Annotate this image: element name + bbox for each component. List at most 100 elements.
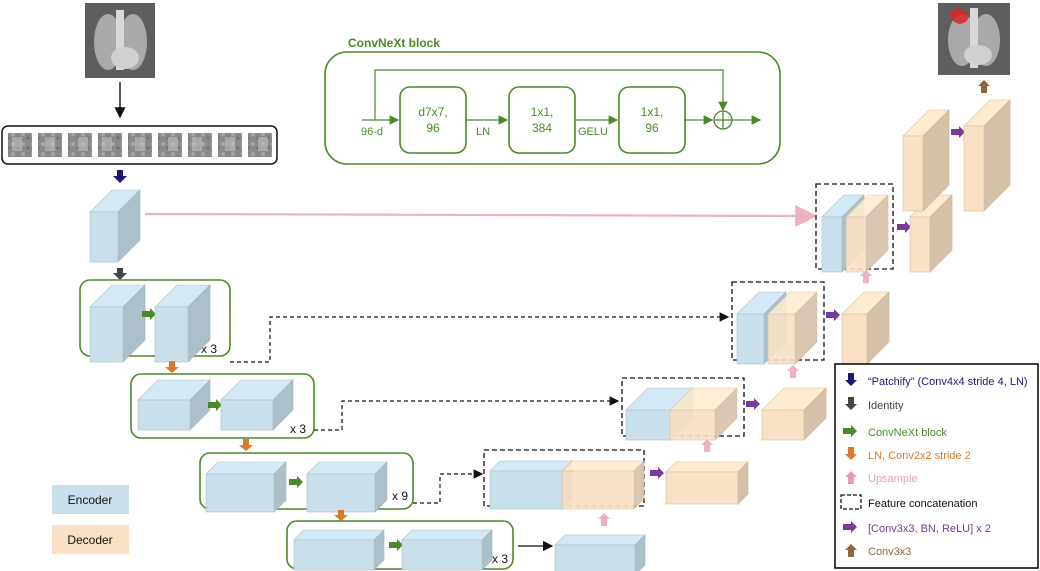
patch-thumbnail — [248, 133, 272, 157]
encoder-cube-4a — [293, 529, 385, 571]
brown-arrow-up-icon — [845, 544, 857, 557]
pink-arrow-up-icon-shape — [845, 471, 857, 484]
green-arrow-right-icon-shape — [843, 425, 857, 437]
legend-label-1: “Patchify” (Conv4x4 stride 4, LN) — [868, 376, 1028, 388]
patchify-arrow — [113, 170, 127, 183]
svg-text:384: 384 — [532, 121, 552, 135]
patch-thumbnail — [218, 133, 242, 157]
conv-arrow-2 — [746, 398, 760, 410]
legend-label-4: LN, Conv2x2 stride 2 — [868, 450, 971, 462]
legend-label-5: Upsample — [868, 473, 918, 485]
patch-strip — [1, 125, 278, 165]
patch-thumbnail — [8, 133, 32, 157]
input-xray-image — [85, 3, 155, 78]
encoder-stage-2: x 3 — [130, 373, 315, 439]
legend-label-8: Conv3x3 — [868, 546, 911, 558]
svg-text:d7x7,: d7x7, — [418, 105, 447, 119]
identity-arrow — [113, 268, 127, 280]
convnext-block-title: ConvNeXt block — [348, 36, 440, 50]
pink-arrow-up-icon — [845, 471, 857, 484]
upsample-arrow-2 — [701, 439, 713, 452]
convnext-arrow-2 — [208, 399, 222, 411]
ln-label: LN — [476, 126, 490, 138]
legend-box: “Patchify” (Conv4x4 stride 4, LN) Identit… — [834, 363, 1039, 569]
dashed-box-icon — [840, 494, 862, 510]
upsample-arrow-4 — [860, 270, 872, 283]
downsample-arrow-1 — [165, 361, 179, 373]
purple-arrow-right-icon-shape — [843, 521, 857, 533]
encoder-stage-3: x 9 — [199, 452, 414, 513]
conv-arrow-5 — [951, 126, 965, 138]
patch-thumbnail — [98, 133, 122, 157]
patch-thumbnail — [38, 133, 62, 157]
skip-connection-pink — [144, 204, 818, 227]
navy-arrow-down-icon-shape — [845, 373, 857, 386]
pwconv1-box — [508, 86, 576, 154]
encoder-cube-2b — [220, 379, 294, 431]
patch-thumbnail — [158, 133, 182, 157]
concat-enc-cube-1 — [489, 460, 573, 510]
orange-arrow-down-icon-shape — [845, 447, 857, 460]
orange-arrow-down-icon — [845, 447, 857, 460]
legend-label-3: ConvNeXt block — [868, 427, 947, 439]
final-conv-arrow — [978, 80, 990, 93]
patch-thumbnail — [128, 133, 152, 157]
encoder-cube-4b — [401, 529, 493, 571]
stage-1-repeat: x 3 — [201, 342, 217, 356]
concat-dec-cube-3 — [767, 291, 818, 365]
svg-text:1x1,: 1x1, — [641, 105, 664, 119]
patch-thumbnail — [188, 133, 212, 157]
encoder-cube-1b — [154, 284, 211, 363]
legend-label-2: Identity — [868, 400, 904, 412]
svg-text:96: 96 — [645, 121, 659, 135]
decoder-legend-label: Decoder — [67, 533, 112, 547]
downsample-arrow-3 — [334, 510, 348, 521]
skip-connections-dashed — [230, 312, 730, 504]
side-legend: Encoder Decoder — [52, 485, 129, 554]
concat-dec-cube-4 — [845, 194, 889, 273]
convnext-arrow-1 — [142, 308, 156, 320]
pwconv2-box — [618, 86, 686, 154]
convnext-arrow-4 — [389, 539, 403, 551]
decoder-cube-3 — [841, 291, 890, 365]
legend-label-7: [Conv3x3, BN, ReLU] x 2 — [868, 523, 991, 535]
encoder-cube-3a — [205, 461, 287, 513]
decoder-cube-5 — [902, 109, 950, 212]
encoder-cube-0 — [89, 189, 141, 263]
output-xray-image — [938, 3, 1010, 75]
conv-arrow-4 — [897, 221, 911, 233]
decoder-cube-2 — [761, 387, 827, 441]
gelu-label: GELU — [578, 126, 608, 138]
patch-thumbnail — [68, 133, 92, 157]
stage-3-repeat: x 9 — [392, 489, 408, 503]
convnext-input-label: 96-d — [361, 126, 383, 138]
stage-4-repeat: x 3 — [492, 552, 508, 566]
stage-2-repeat: x 3 — [290, 422, 306, 436]
concat-dec-cube-1 — [561, 460, 645, 510]
decoder-cube-6 — [963, 99, 1011, 212]
bottleneck-cube — [554, 534, 646, 571]
encoder-cube-3b — [306, 461, 388, 513]
encoder-cube-1a — [89, 284, 146, 363]
gray-arrow-down-icon — [845, 397, 857, 410]
purple-arrow-right-icon — [843, 521, 857, 533]
encoder-stage-1: x 3 — [79, 279, 231, 363]
convnext-block-panel: ConvNeXt block 96-d d7x7, 96 LN 1x1, 384… — [324, 36, 781, 165]
add-icon — [713, 110, 733, 130]
brown-arrow-up-icon-shape — [845, 544, 857, 557]
encoder-cube-2a — [137, 379, 211, 431]
upsample-arrow-3 — [787, 365, 799, 378]
decoder-cube-1 — [665, 461, 749, 505]
green-arrow-right-icon — [843, 425, 857, 437]
decoder-path — [483, 80, 1011, 571]
decoder-cube-4 — [909, 194, 953, 273]
downsample-arrow-2 — [239, 439, 253, 451]
svg-text:96: 96 — [426, 121, 440, 135]
gray-arrow-down-icon-shape — [845, 397, 857, 410]
concat-dec-cube-2 — [669, 387, 738, 441]
encoder-legend-label: Encoder — [68, 493, 113, 507]
navy-arrow-down-icon — [845, 373, 857, 386]
dwconv-box — [399, 86, 467, 154]
svg-text:1x1,: 1x1, — [531, 105, 554, 119]
